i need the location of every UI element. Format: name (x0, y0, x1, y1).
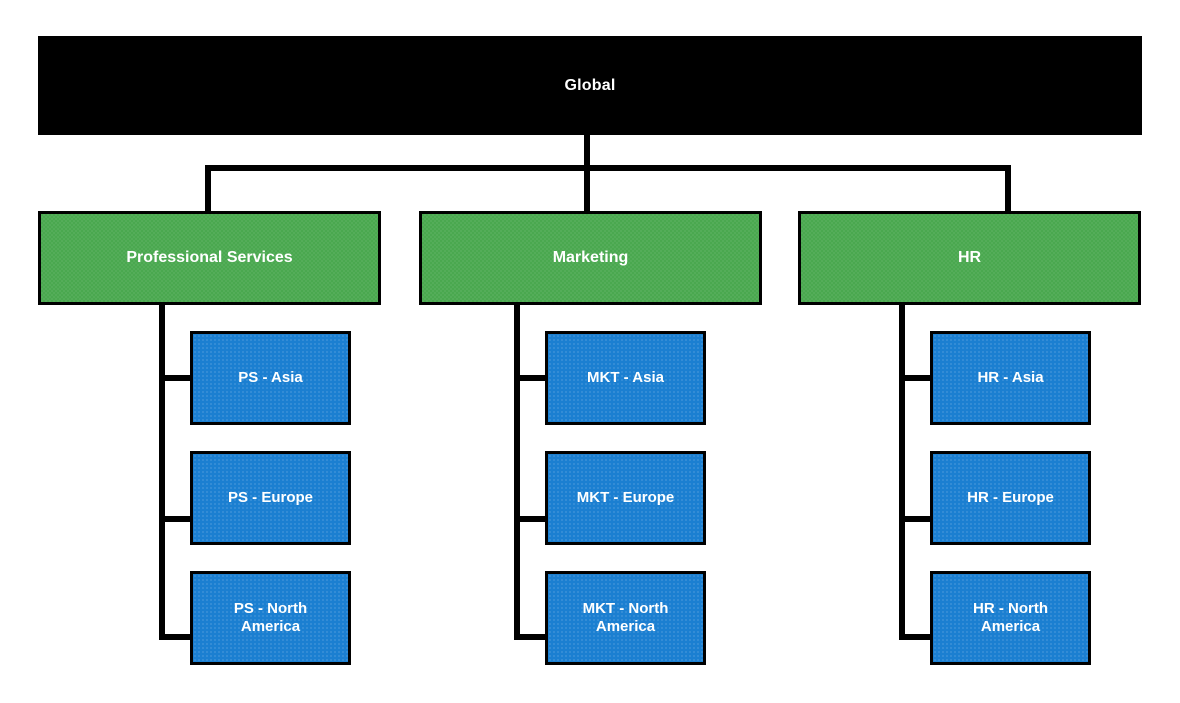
node-region-mkt-north-america-label: MKT - North America (582, 599, 669, 635)
node-region-mkt-europe[interactable]: MKT - Europe (545, 451, 706, 545)
connector-stub-mkt-asia (514, 375, 548, 381)
node-region-ps-asia-label: PS - Asia (238, 368, 303, 386)
node-region-mkt-asia[interactable]: MKT - Asia (545, 331, 706, 425)
node-division-hr[interactable]: HR (798, 211, 1141, 305)
node-region-hr-north-america[interactable]: HR - North America (930, 571, 1091, 665)
node-division-professional-services[interactable]: Professional Services (38, 211, 381, 305)
node-region-hr-europe[interactable]: HR - Europe (930, 451, 1091, 545)
connector-stub-ps-europe (159, 516, 193, 522)
connector-stub-ps-asia (159, 375, 193, 381)
node-region-hr-north-america-label: HR - North America (973, 599, 1048, 635)
node-region-hr-asia[interactable]: HR - Asia (930, 331, 1091, 425)
connector-spine-division-3 (899, 303, 905, 640)
node-region-ps-europe[interactable]: PS - Europe (190, 451, 351, 545)
node-global-label: Global (564, 76, 616, 94)
connector-bus-to-division-2 (584, 165, 590, 213)
connector-root-bus (205, 165, 1011, 171)
connector-stub-hr-asia (899, 375, 933, 381)
node-region-ps-asia[interactable]: PS - Asia (190, 331, 351, 425)
connector-stub-mkt-europe (514, 516, 548, 522)
node-region-hr-europe-label: HR - Europe (967, 488, 1054, 506)
node-division-marketing-label: Marketing (552, 249, 629, 267)
connector-spine-division-1 (159, 303, 165, 640)
connector-spine-division-2 (514, 303, 520, 640)
node-region-mkt-north-america[interactable]: MKT - North America (545, 571, 706, 665)
node-region-hr-asia-label: HR - Asia (977, 368, 1044, 386)
node-global[interactable]: Global (38, 36, 1142, 135)
node-region-mkt-asia-label: MKT - Asia (587, 368, 664, 386)
connector-stub-hr-europe (899, 516, 933, 522)
node-region-mkt-europe-label: MKT - Europe (576, 488, 675, 506)
connector-root-drop (584, 135, 590, 171)
node-division-professional-services-label: Professional Services (126, 249, 293, 267)
node-region-ps-north-america[interactable]: PS - North America (190, 571, 351, 665)
node-region-ps-north-america-label: PS - North America (233, 599, 308, 635)
node-division-hr-label: HR (957, 249, 982, 267)
node-region-ps-europe-label: PS - Europe (227, 488, 313, 506)
connector-stub-hr-north-america (899, 634, 933, 640)
connector-stub-mkt-north-america (514, 634, 548, 640)
connector-bus-to-division-1 (205, 165, 211, 213)
connector-bus-to-division-3 (1005, 165, 1011, 213)
node-division-marketing[interactable]: Marketing (419, 211, 762, 305)
connector-stub-ps-north-america (159, 634, 193, 640)
